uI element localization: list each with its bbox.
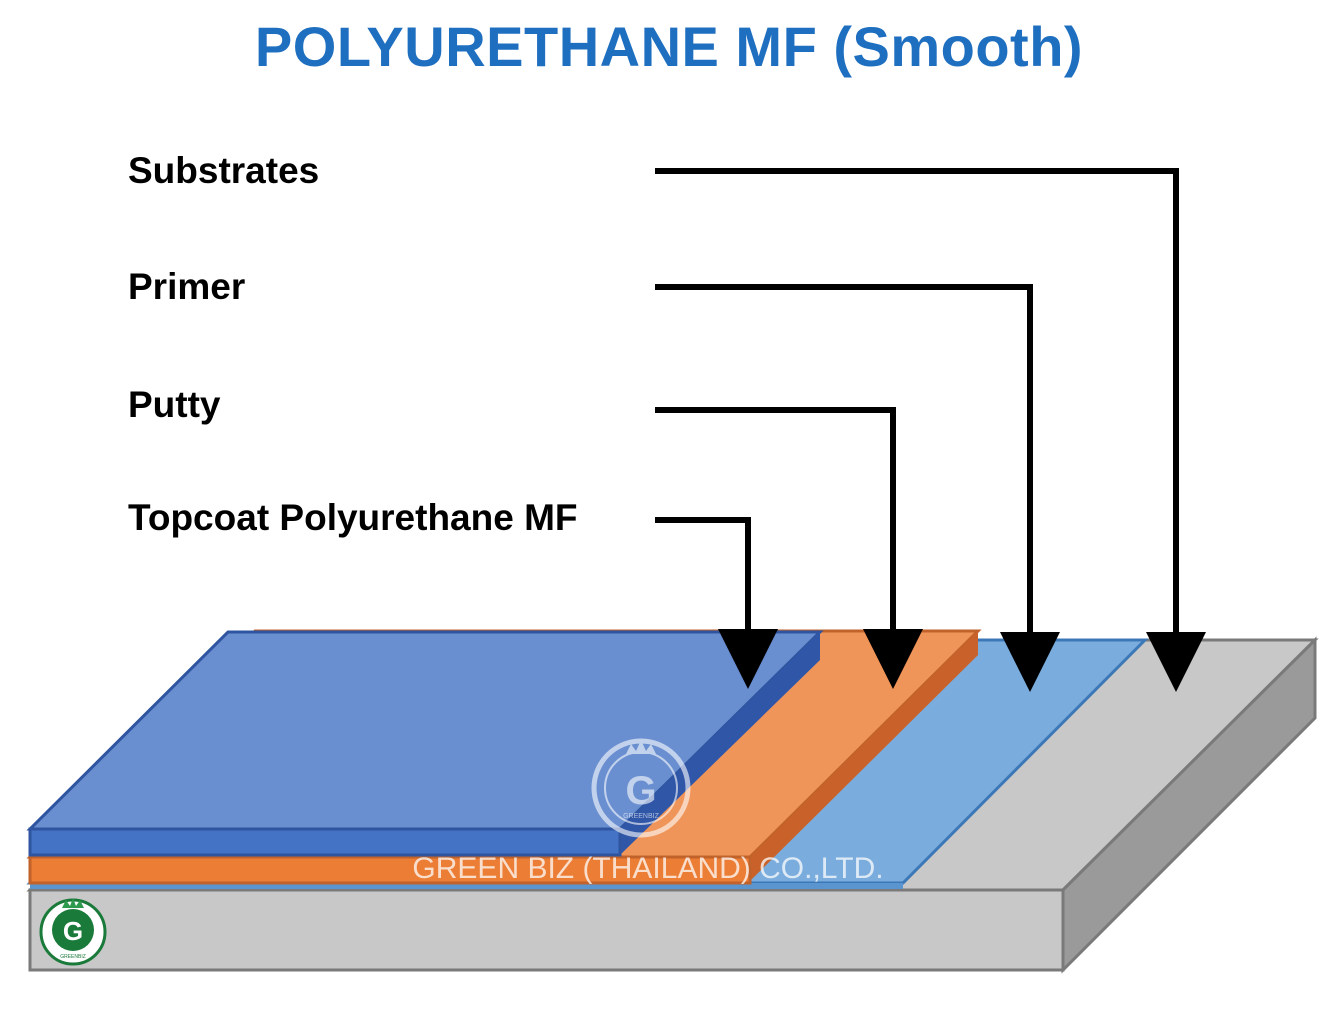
crown-icon <box>626 740 656 754</box>
label-topcoat: Topcoat Polyurethane MF <box>128 497 578 538</box>
watermark-logo-letter: G <box>625 769 656 813</box>
watermark-company: GREEN BIZ (THAILAND) CO.,LTD. <box>412 852 883 885</box>
putty-front <box>28 855 752 885</box>
label-substrates: Substrates <box>128 150 320 191</box>
corner-logo: G GREENBIZ <box>39 898 107 966</box>
label-putty: Putty <box>128 384 221 425</box>
primer-front <box>30 883 903 889</box>
watermark-logo-subtext: GREENBIZ <box>623 813 660 820</box>
arrow-substrates <box>655 168 1206 692</box>
crown-icon <box>62 898 84 908</box>
label-primer: Primer <box>128 266 246 307</box>
topcoat-front <box>28 827 622 857</box>
leader-lines <box>655 168 1206 692</box>
arrow-putty <box>655 407 923 689</box>
arrow-primer <box>655 284 1060 692</box>
putty-side <box>750 631 978 881</box>
watermark-logo: G GREENBIZ <box>591 738 691 838</box>
arrow-topcoat <box>655 517 778 689</box>
diagram-title: POLYURETHANE MF (Smooth) <box>254 15 1084 78</box>
substrate-front <box>28 888 1065 972</box>
corner-logo-subtext: GREENBIZ <box>60 954 86 960</box>
corner-logo-letter: G <box>63 916 83 946</box>
